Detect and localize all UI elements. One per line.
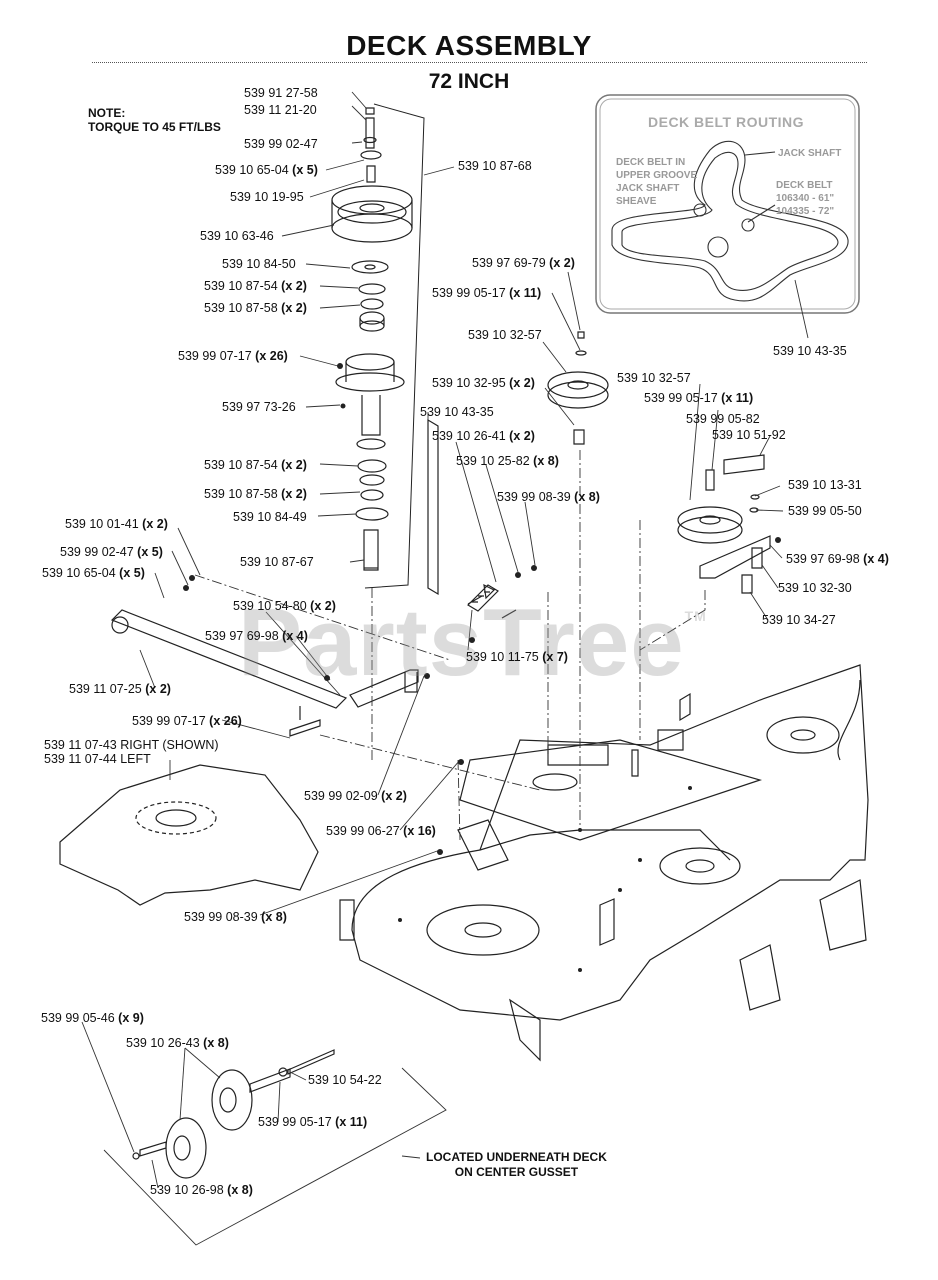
part-callout[interactable]: 539 99 05-17 (x 11) <box>432 286 542 300</box>
part-callout[interactable]: 539 10 26-43 (x 8) <box>126 1036 229 1050</box>
belt-segment <box>427 418 439 596</box>
routing-left-text: DECK BELT IN UPPER GROOVE JACK SHAFT SHE… <box>616 157 698 207</box>
part-callout[interactable]: 539 99 05-50 <box>788 504 862 518</box>
link-arm <box>110 609 348 709</box>
parts-tree-watermark: PartsTreeTM <box>238 589 707 696</box>
part-callout[interactable]: 539 10 32-95 (x 2) <box>432 376 535 390</box>
part-callout[interactable]: 539 11 07-43 RIGHT (SHOWN) <box>44 738 219 752</box>
part-callout[interactable]: 539 11 21-20 <box>244 103 317 117</box>
part-callout[interactable]: 539 99 05-46 (x 9) <box>41 1011 144 1025</box>
part-callout[interactable]: 539 91 27-58 <box>244 86 318 100</box>
note-text: TORQUE TO 45 FT/LBS <box>88 120 221 134</box>
deck-shield <box>59 764 319 906</box>
part-callout[interactable]: 539 10 32-57 <box>617 371 691 385</box>
part-callout[interactable]: 539 10 54-22 <box>308 1073 382 1087</box>
routing-jack-shaft: JACK SHAFT <box>778 148 842 159</box>
part-callout[interactable]: 539 10 01-41 (x 2) <box>65 517 168 531</box>
part-callout[interactable]: 539 10 26-41 (x 2) <box>432 429 535 443</box>
routing-deck-belt: DECK BELT 106340 - 61" 104335 - 72" <box>776 180 835 217</box>
part-callout[interactable]: 539 99 08-39 (x 8) <box>184 910 287 924</box>
part-callout[interactable]: 539 10 87-67 <box>240 555 314 569</box>
page-subtitle: 72 INCH <box>428 70 510 93</box>
underneath-deck-note: LOCATED UNDERNEATH DECK ON CENTER GUSSET <box>426 1150 607 1179</box>
part-callout[interactable]: 539 10 87-68 <box>458 159 532 173</box>
part-callout[interactable]: 539 10 11-75 (x 7) <box>466 650 568 664</box>
routing-box <box>595 94 860 314</box>
part-callout[interactable]: 539 10 65-04 (x 5) <box>215 163 318 177</box>
routing-title: DECK BELT ROUTING <box>648 114 805 130</box>
part-callout[interactable]: 539 10 32-30 <box>778 581 852 595</box>
part-callout[interactable]: 539 10 87-58 (x 2) <box>204 301 307 315</box>
part-callout[interactable]: 539 10 43-35 <box>420 405 494 419</box>
belt-routing-icon <box>611 140 849 302</box>
note-heading: NOTE: <box>88 106 126 120</box>
part-callout[interactable]: 539 10 43-35 <box>773 344 847 358</box>
part-callout[interactable]: 539 10 26-98 (x 8) <box>150 1183 253 1197</box>
part-callout[interactable]: 539 10 65-04 (x 5) <box>42 566 145 580</box>
part-callout[interactable]: 539 10 19-95 <box>230 190 304 204</box>
part-callout[interactable]: 539 99 05-17 (x 11) <box>258 1115 368 1129</box>
part-callout[interactable]: 539 10 63-46 <box>200 229 274 243</box>
part-callout[interactable]: 539 10 87-58 (x 2) <box>204 487 307 501</box>
spindle-stack <box>331 107 413 571</box>
part-callout[interactable]: 539 97 69-79 (x 2) <box>472 256 575 270</box>
part-callout[interactable]: 539 10 25-82 (x 8) <box>456 454 559 468</box>
part-callout[interactable]: 539 99 07-17 (x 26) <box>132 714 242 728</box>
part-callout[interactable]: 539 99 07-17 (x 26) <box>178 349 288 363</box>
part-callout[interactable]: 539 10 54-80 (x 2) <box>233 599 336 613</box>
part-callout[interactable]: 539 99 02-47 <box>244 137 318 151</box>
part-callout[interactable]: 539 99 06-27 (x 16) <box>326 824 436 838</box>
part-callout[interactable]: 539 10 32-57 <box>468 328 542 342</box>
part-callout[interactable]: 539 97 73-26 <box>222 400 296 414</box>
title-rule <box>92 62 867 63</box>
part-callout[interactable]: 539 99 02-47 (x 5) <box>60 545 163 559</box>
part-callout[interactable]: 539 10 34-27 <box>762 613 836 627</box>
part-callout[interactable]: 539 10 87-54 (x 2) <box>204 458 307 472</box>
part-callout[interactable]: 539 97 69-98 (x 4) <box>205 629 308 643</box>
part-callout[interactable]: 539 99 02-09 (x 2) <box>304 789 407 803</box>
part-callout[interactable]: 539 99 05-82 <box>686 412 760 426</box>
part-callout[interactable]: 539 10 51-92 <box>712 428 786 442</box>
torque-note: NOTE: TORQUE TO 45 FT/LBS <box>88 106 221 134</box>
idler-pulleys <box>547 331 771 594</box>
page-title: DECK ASSEMBLY <box>346 30 592 61</box>
part-callout[interactable]: 539 10 84-50 <box>222 257 296 271</box>
part-callout[interactable]: 539 10 84-49 <box>233 510 307 524</box>
part-callout[interactable]: 539 11 07-44 LEFT <box>44 752 151 766</box>
gauge-wheels <box>132 1049 335 1179</box>
part-callout[interactable]: 539 11 07-25 (x 2) <box>69 682 171 696</box>
part-callout[interactable]: 539 97 69-98 (x 4) <box>786 552 889 566</box>
mower-deck <box>339 664 869 1062</box>
part-callout[interactable]: 539 10 87-54 (x 2) <box>204 279 307 293</box>
part-callout[interactable]: 539 99 05-17 (x 11) <box>644 391 754 405</box>
part-callout[interactable]: 539 99 08-39 (x 8) <box>497 490 600 504</box>
part-callout[interactable]: 539 10 13-31 <box>788 478 862 492</box>
